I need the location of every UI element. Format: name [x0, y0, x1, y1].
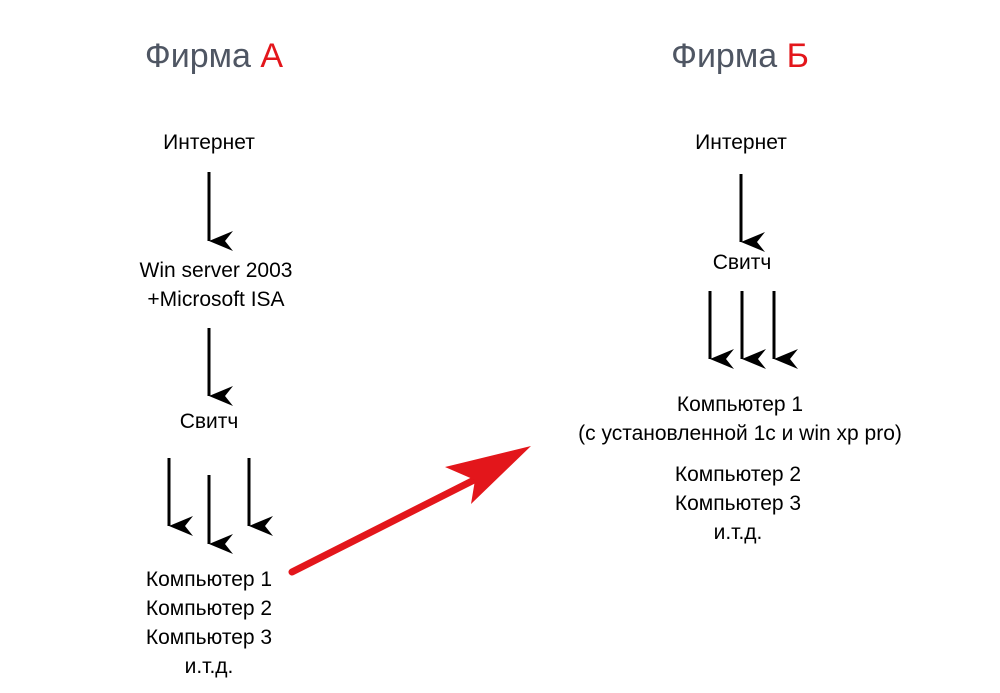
firm-b-title-letter: Б	[786, 37, 809, 75]
firm-b-computer-1-line2: (с установленной 1с и win xp pro)	[578, 422, 902, 445]
firm-a-computers-node: Компьютер 1 Компьютер 2 Компьютер 3 и.т.…	[146, 565, 272, 681]
firm-b-internet-node: Интернет	[695, 128, 787, 157]
firm-a-switch-node: Свитч	[180, 407, 239, 436]
firm-b-title-prefix: Фирма	[671, 37, 778, 75]
firm-b-computers-node: Компьютер 2 Компьютер 3 и.т.д.	[675, 460, 801, 547]
firm-b-computer-3: Компьютер 3	[674, 492, 802, 515]
firm-b-switch-label: Свитч	[712, 251, 772, 274]
firm-b-computer-1-line1: Компьютер 1	[676, 393, 804, 416]
migration-arrow-shaft	[288, 474, 482, 576]
firm-a-internet-node: Интернет	[163, 128, 255, 157]
migration-arrow-head	[445, 446, 531, 504]
firm-a-title-prefix: Фирма	[144, 37, 251, 75]
firm-a-computer-1: Компьютер 1	[145, 568, 273, 591]
firm-a-title-letter: А	[260, 37, 284, 75]
firm-b-computer-etc: и.т.д.	[713, 521, 763, 544]
firm-b-internet-label: Интернет	[695, 131, 787, 154]
firm-b-computer1-node: Компьютер 1 (с установленной 1с и win xp…	[578, 390, 902, 448]
firm-a-computer-2: Компьютер 2	[145, 597, 273, 620]
firm-b-computer-2: Компьютер 2	[674, 463, 802, 486]
firm-a-internet-label: Интернет	[163, 131, 255, 154]
firm-b-switch-node: Свитч	[713, 248, 772, 277]
firm-a-switch-label: Свитч	[179, 410, 239, 433]
migration-arrow	[288, 446, 531, 576]
firm-a-server-node: Win server 2003 +Microsoft ISA	[140, 256, 293, 314]
firm-b-title: Фирма Б	[671, 34, 809, 78]
firm-a-computer-etc: и.т.д.	[184, 655, 234, 678]
firm-a-server-line2: +Microsoft ISA	[147, 288, 285, 311]
firm-a-title: Фирма А	[145, 34, 283, 78]
firm-a-computer-3: Компьютер 3	[145, 626, 273, 649]
firm-a-server-line1: Win server 2003	[139, 259, 293, 282]
